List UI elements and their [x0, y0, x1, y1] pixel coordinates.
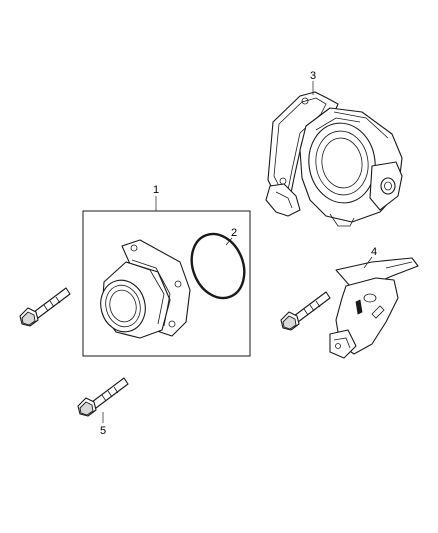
throttle-body-adapter-part[interactable] — [95, 239, 191, 339]
leader-line-2 — [225, 237, 233, 246]
throttle-body-part[interactable] — [265, 91, 403, 227]
kit-box — [82, 210, 251, 357]
leader-line-4 — [363, 256, 373, 269]
throttle-body-bracket-part[interactable] — [329, 257, 419, 359]
callout-3: 3 — [310, 70, 316, 82]
bolt-left-part[interactable] — [19, 287, 71, 327]
bolt-bottom-part[interactable] — [77, 377, 129, 417]
callout-5: 5 — [100, 425, 106, 437]
callout-4: 4 — [371, 246, 377, 258]
bolt-bracket-part[interactable] — [280, 291, 331, 331]
callout-1: 1 — [153, 184, 159, 196]
callout-2: 2 — [231, 227, 237, 239]
o-ring-gasket-part[interactable] — [182, 226, 253, 306]
